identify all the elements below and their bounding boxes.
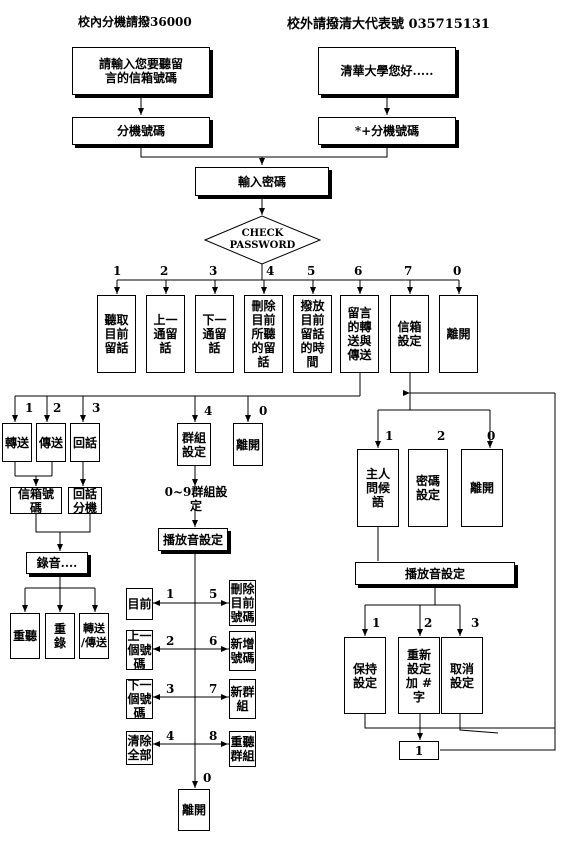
mb-key-2: 2	[437, 429, 446, 443]
forward-exit-box: 離開	[233, 423, 263, 466]
external-dial-label: 校外請撥清大代表號 035715131	[287, 17, 490, 32]
enter-password-box: 輸入密碼	[195, 167, 329, 196]
internal-prompt-box: 請輸入您要聽留 言的信箱號碼	[72, 47, 210, 95]
greeting-box: 主人 問候 語	[357, 449, 399, 527]
mailbox-settings-box: 信箱 設定	[390, 295, 429, 373]
grp-key-5: 5	[209, 587, 218, 601]
next-message-box: 下一 通留 話	[195, 295, 234, 373]
grp-exit-box: 離開	[178, 789, 210, 831]
grp-key-6: 6	[209, 634, 218, 648]
rerecord-box: 重 錄	[45, 613, 75, 659]
grp-key-7: 7	[209, 682, 218, 696]
fwd-key-3: 3	[92, 401, 101, 415]
star-extension-box: *+分機號碼	[318, 117, 456, 145]
grp-current-box: 目前	[126, 588, 153, 620]
fwd-key-0: 0	[259, 404, 268, 418]
mailbox-code-box: 信箱號 碼	[10, 487, 62, 515]
grp-replay-box: 重聽 群組	[229, 731, 256, 767]
mb-key-0: 0	[487, 429, 496, 443]
delete-current-box: 刪除 目前 所聽 的留 話	[244, 295, 283, 373]
grp-clear-box: 清除 全部	[126, 731, 153, 765]
send-now-box: 轉送 /傳送	[79, 613, 109, 659]
main-key-3: 3	[209, 264, 218, 278]
main-key-1: 1	[113, 264, 122, 278]
loop-one-box: 1	[399, 741, 439, 760]
forward-box: 轉送	[2, 423, 32, 462]
grp-key-3: 3	[166, 682, 175, 696]
keep-setting-box: 保持 設定	[344, 637, 386, 714]
play-time-box: 撥放 目前 留話 的時 間	[293, 295, 332, 373]
fwd-key-2: 2	[53, 401, 62, 415]
group-settings-box: 群組 設定	[177, 423, 211, 466]
grp-prev-box: 上一 個號 碼	[126, 629, 153, 671]
send-box: 傳送	[36, 423, 66, 462]
mb-key-1: 1	[385, 429, 394, 443]
check-password-diamond: CHECK PASSWORD	[229, 228, 296, 251]
listen-current-box: 聽取 目前 留話	[97, 295, 136, 373]
password-setting-box: 密碼 設定	[408, 449, 448, 527]
mb2-key-2: 2	[424, 616, 433, 630]
internal-dial-label: 校內分機請撥36000	[78, 15, 192, 29]
relisten-box: 重聽	[10, 613, 40, 659]
mb-play-setting-box: 播放音設定	[355, 562, 515, 585]
mb2-key-3: 3	[471, 616, 480, 630]
grp-key-8: 8	[209, 729, 218, 743]
main-key-2: 2	[160, 264, 169, 278]
grp-key-0: 0	[203, 771, 212, 785]
reply-extension-box: 回話 分機	[68, 487, 102, 515]
exit-box: 離開	[439, 295, 478, 373]
grp-delete-box: 刪除 目前 號碼	[229, 580, 256, 626]
previous-message-box: 上一 通留 話	[146, 295, 185, 373]
fwd-key-4: 4	[204, 404, 213, 418]
grp-new-box: 新群 組	[229, 679, 256, 719]
extension-box: 分機號碼	[72, 117, 210, 145]
group-play-setting-box: 播放音設定	[158, 528, 228, 551]
main-key-7: 7	[404, 264, 413, 278]
forward-send-box: 留言 的轉 送與 傳送	[340, 295, 379, 373]
main-key-0: 0	[453, 264, 462, 278]
grp-key-4: 4	[166, 729, 175, 743]
main-key-6: 6	[354, 264, 363, 278]
cancel-setting-box: 取消 設定	[441, 637, 483, 714]
main-key-5: 5	[307, 264, 316, 278]
reset-setting-box: 重新 設定 加 # 字	[398, 637, 440, 714]
grp-key-1: 1	[166, 587, 175, 601]
grp-next-box: 下一 個號 碼	[126, 678, 153, 720]
group-range-label: 0~9群組設定	[164, 484, 228, 513]
external-prompt-box: 清華大學您好.....	[318, 47, 456, 95]
mb2-key-1: 1	[372, 616, 381, 630]
record-box: 錄音....	[26, 552, 88, 574]
grp-add-box: 新增 號碼	[229, 631, 256, 671]
mb-exit-box: 離開	[461, 449, 503, 527]
grp-key-2: 2	[166, 634, 175, 648]
reply-box: 回話	[70, 423, 100, 462]
main-key-4: 4	[266, 264, 275, 278]
fwd-key-1: 1	[25, 401, 34, 415]
